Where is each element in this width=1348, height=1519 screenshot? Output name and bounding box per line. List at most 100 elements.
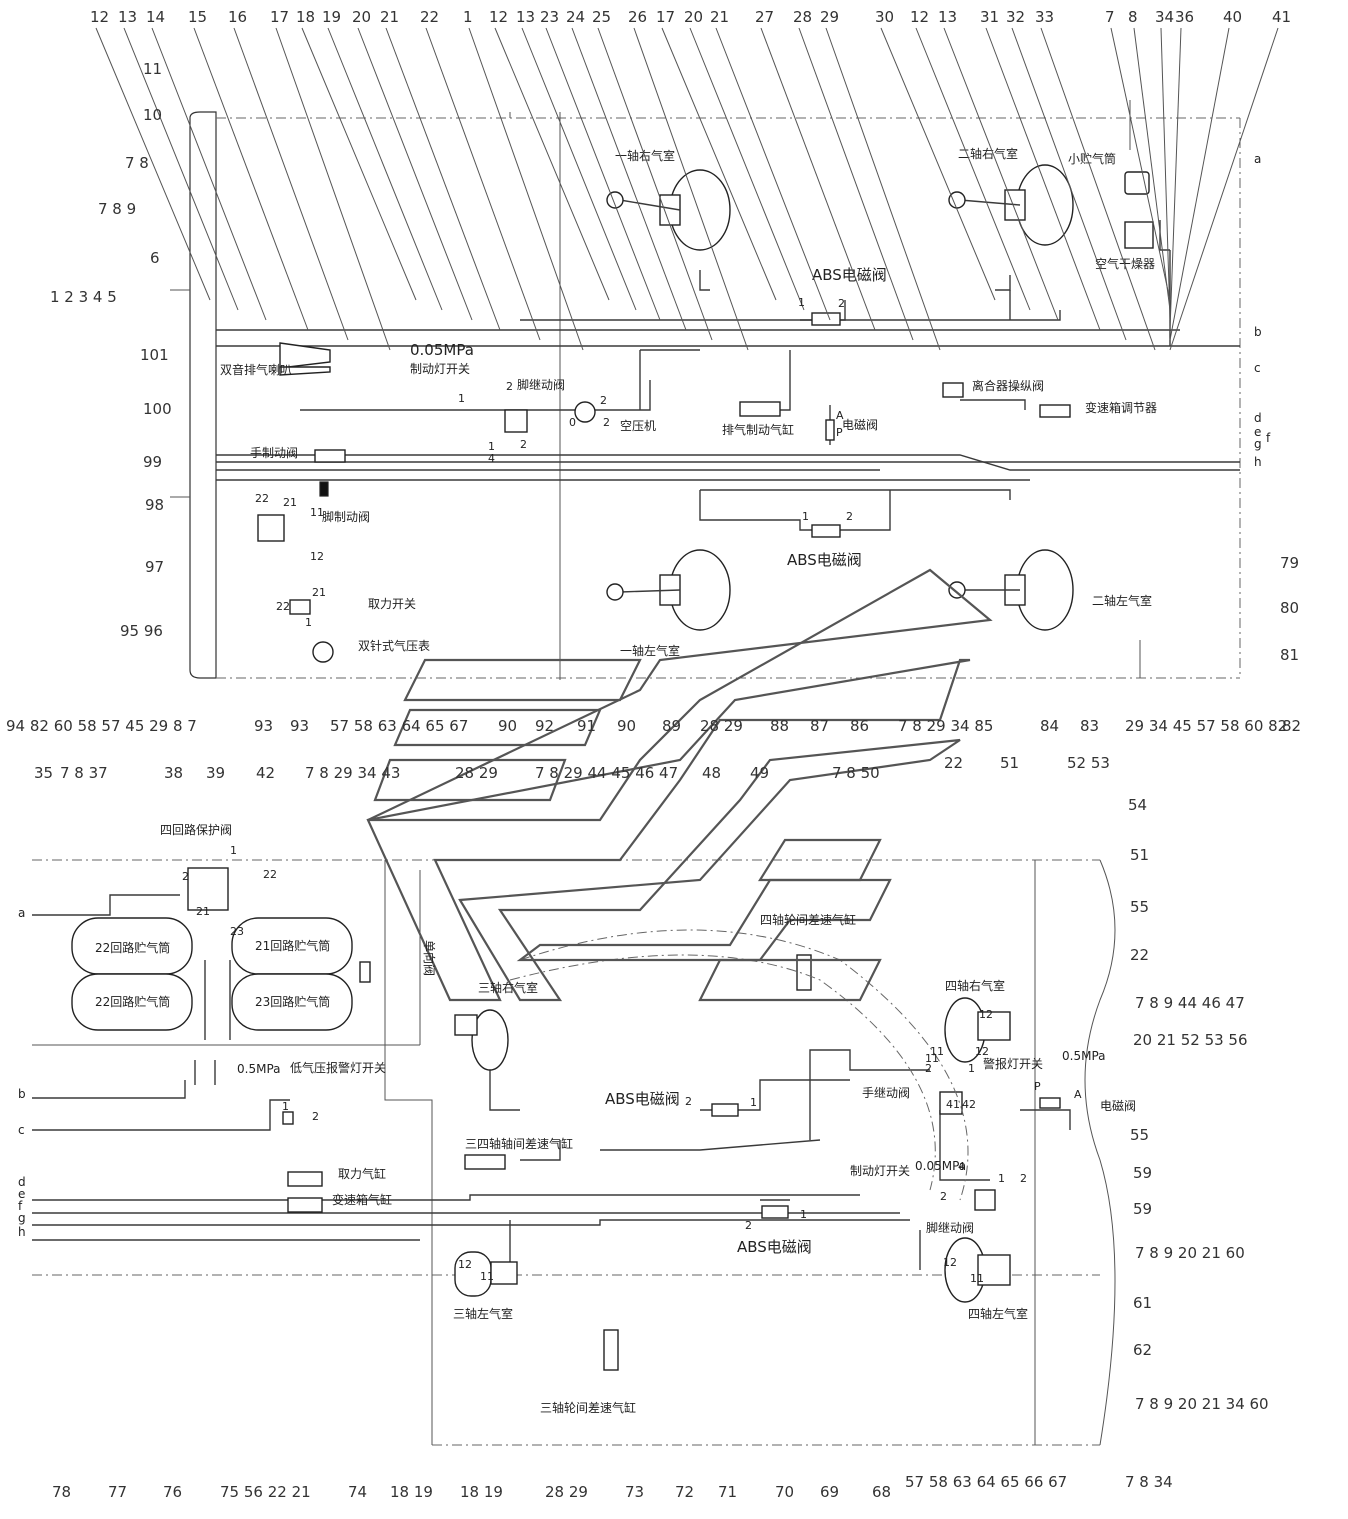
callout-number: 97 (145, 558, 164, 576)
port-number: 12 (979, 1008, 993, 1021)
clutch-valve (942, 382, 964, 398)
port-number: 22 (276, 600, 290, 613)
leader-line (1040, 27, 1156, 351)
callout-number: 7 8 29 34 85 (898, 717, 993, 735)
callout-number: 54 (1128, 796, 1147, 814)
line-letter: c (18, 1123, 25, 1137)
line-letter: c (1254, 361, 1261, 375)
label-axle4-diff: 四轴轮间差速气缸 (760, 912, 856, 927)
port-number: 12 (943, 1256, 957, 1269)
label-axle1-left: 一轴左气室 (620, 643, 680, 658)
port-number: 0 (569, 416, 576, 429)
dual-horn (279, 342, 331, 376)
callout-number: 17 (656, 8, 675, 26)
label-brake-light-switch-b: 制动灯开关 (850, 1164, 910, 1178)
callout-number: 62 (1133, 1341, 1152, 1359)
abs-valve-lower-a (711, 1103, 739, 1117)
check-valve (359, 961, 371, 983)
callout-number: 51 (1000, 754, 1019, 772)
callout-number: 7 8 29 34 43 (305, 764, 400, 782)
port-number: 2 (312, 1110, 319, 1123)
callout-number: 29 (820, 8, 839, 26)
line-letter: g (18, 1211, 26, 1225)
callout-number: 7 8 34 (1125, 1473, 1173, 1491)
port-number: 22 (263, 868, 277, 881)
label-tank21: 21回路贮气筒 (255, 938, 330, 953)
port-number: A (836, 409, 844, 422)
tank-22-b (71, 973, 193, 1031)
callout-number: 22 (420, 8, 439, 26)
callout-number: 98 (145, 496, 164, 514)
axle4-left-chamber (944, 1237, 1011, 1303)
label-abs-valve-b: ABS电磁阀 (787, 551, 862, 569)
leader-line (385, 27, 501, 331)
line-letter: g (1254, 437, 1262, 451)
callout-number: 12 (90, 8, 109, 26)
leader-line (95, 27, 211, 301)
callout-number: 14 (146, 8, 165, 26)
port-number: P (836, 426, 843, 439)
label-relay-valve-b: 脚继动阀 (926, 1220, 974, 1235)
label-foot-brake: 脚制动阀 (322, 509, 370, 524)
abs-valve-lower-b (761, 1205, 789, 1219)
port-number: 2 (506, 380, 513, 393)
callout-number: 7 8 9 20 21 34 60 (1135, 1395, 1269, 1413)
leader-line (1110, 27, 1171, 301)
axle1-left-chamber (606, 549, 731, 631)
callout-number: 57 58 63 64 65 66 67 (905, 1473, 1067, 1491)
leader-line (1169, 27, 1182, 331)
callout-number: 71 (718, 1483, 737, 1501)
callout-number: 34 (1155, 8, 1174, 26)
callout-number: 28 (793, 8, 812, 26)
callout-number: 7 8 29 44 45 46 47 (535, 764, 678, 782)
callout-number: 28 29 (545, 1483, 588, 1501)
callout-number: 90 (617, 717, 636, 735)
label-gearbox-cyl: 变速箱气缸 (332, 1192, 392, 1207)
port-number: 1 (488, 440, 495, 453)
leader-line (1011, 27, 1127, 341)
compressor (574, 401, 596, 423)
label-axle2-left: 二轴左气室 (1092, 593, 1152, 608)
label-check-valve: 单向阀 (422, 940, 437, 976)
callout-number: 94 82 60 58 57 45 29 8 7 (6, 717, 197, 735)
leader-line (233, 27, 349, 341)
leader-line (1169, 27, 1279, 351)
callout-number: 89 (662, 717, 681, 735)
label-tank22a: 22回路贮气筒 (95, 940, 170, 955)
port-number: 2 (685, 1095, 692, 1108)
callout-number: 23 (540, 8, 559, 26)
leader-line (1133, 27, 1171, 311)
callout-number: 52 53 (1067, 754, 1110, 772)
label-hand-relay: 手继动阀 (862, 1086, 910, 1100)
label-abs-valve-c: ABS电磁阀 (605, 1090, 680, 1108)
leader-line (943, 27, 1059, 321)
callout-number: 77 (108, 1483, 127, 1501)
leader-line (468, 27, 584, 351)
callout-number: 35 (34, 764, 53, 782)
callout-number: 86 (850, 717, 869, 735)
callout-number: 93 (290, 717, 309, 735)
callout-number: 13 (938, 8, 957, 26)
callout-number: 81 (1280, 646, 1299, 664)
axle2-left-chamber (948, 549, 1074, 631)
label-pto-cyl: 取力气缸 (338, 1166, 386, 1181)
callout-number: 12 (910, 8, 929, 26)
port-number: 12 (975, 1045, 989, 1058)
hand-relay-valve (939, 1091, 963, 1115)
callout-number: 18 19 (460, 1483, 503, 1501)
callout-number: 55 (1130, 1126, 1149, 1144)
label-axle4-right: 四轴右气室 (945, 978, 1005, 993)
callout-number: 82 (1282, 717, 1301, 735)
port-number: 1 (998, 1172, 1005, 1185)
callout-number: 28 29 (455, 764, 498, 782)
callout-number: 22 (1130, 946, 1149, 964)
port-number: 2 (520, 438, 527, 451)
leader-line (275, 27, 391, 351)
callout-number: 57 58 63 64 65 67 (330, 717, 468, 735)
callout-number: 69 (820, 1483, 839, 1501)
